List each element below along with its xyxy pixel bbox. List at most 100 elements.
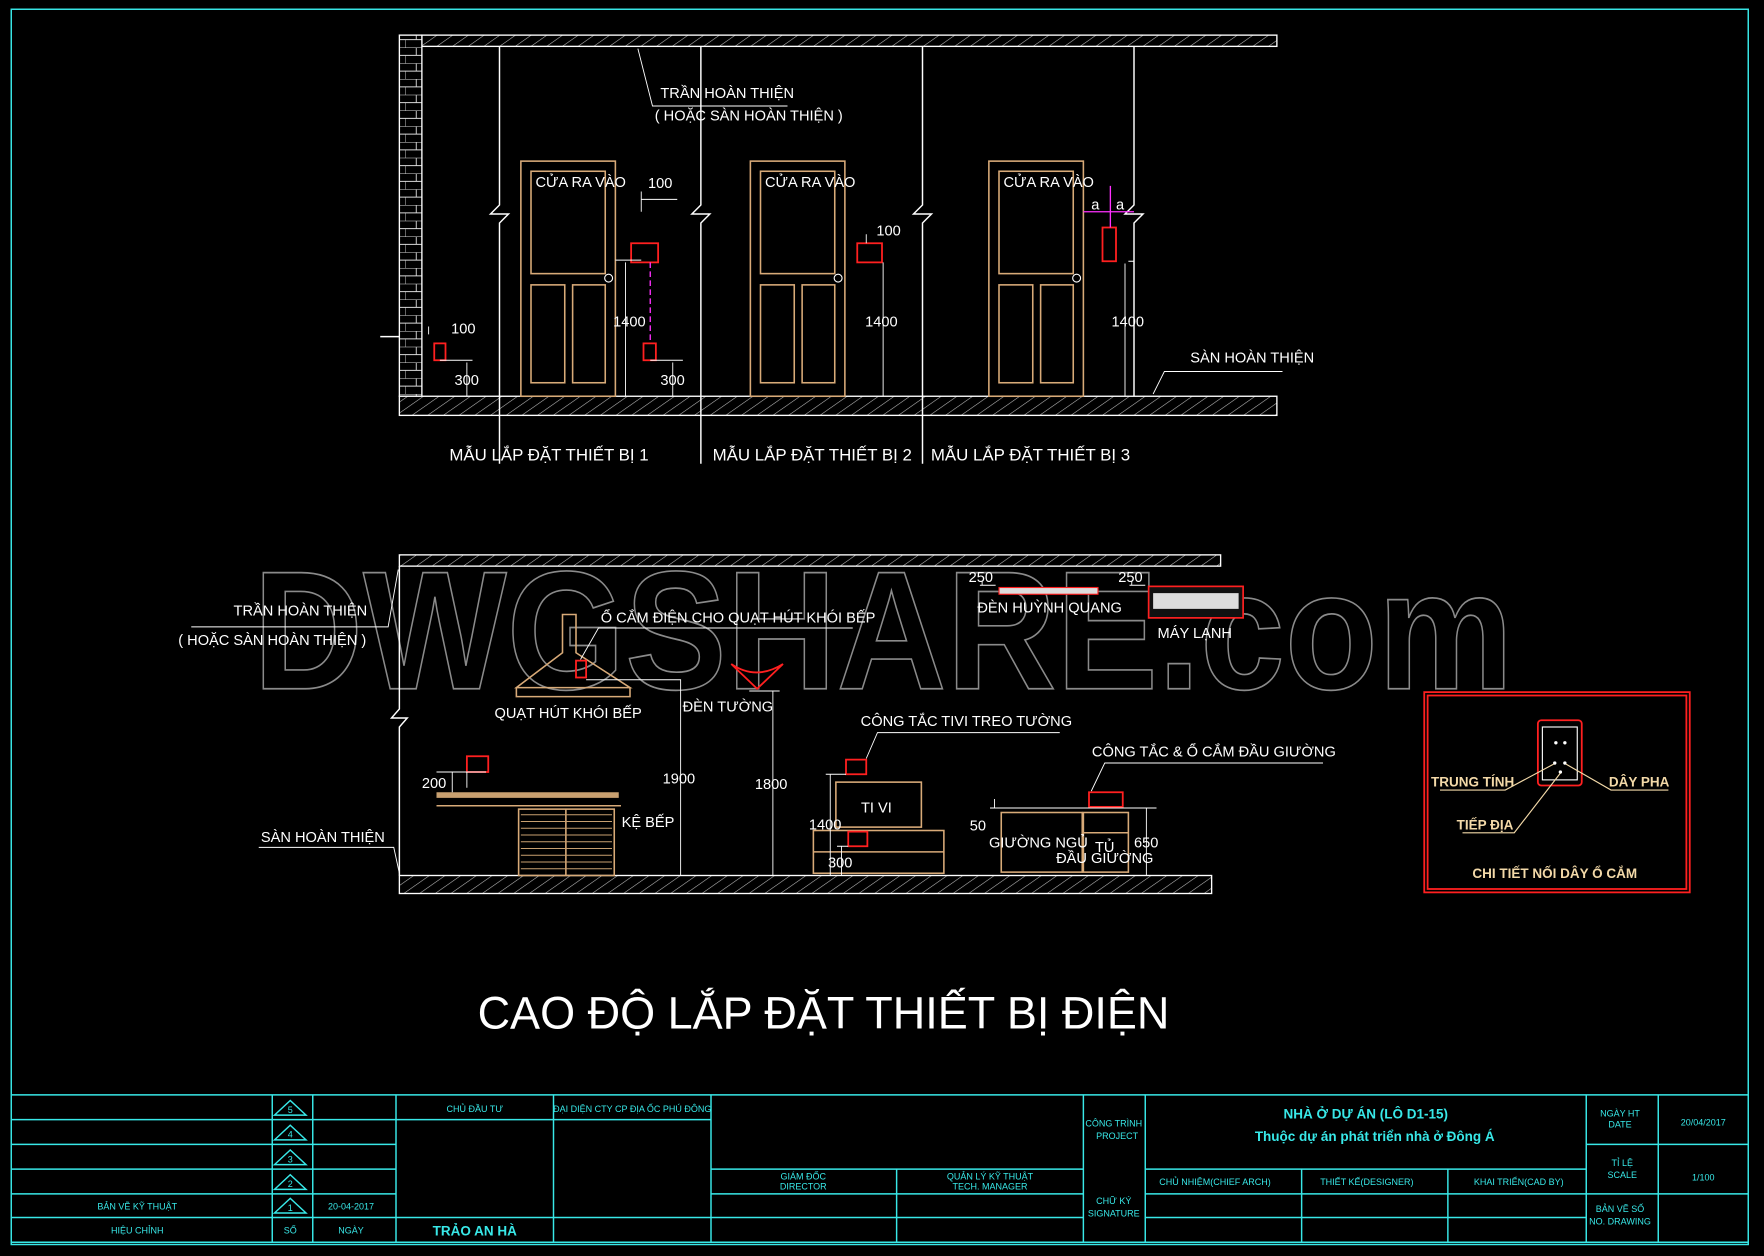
outlet-icon	[847, 830, 869, 848]
designer-label: THIẾT KẾ(DESIGNER)	[1320, 1177, 1413, 1187]
top-elevation: TRẦN HOÀN THIỆN ( HOẶC SÀN HOÀN THIỆN ) …	[380, 34, 1314, 464]
drawing-no-label: BẢN VẼ SỐ	[1596, 1203, 1645, 1214]
dim-1400: 1400	[809, 817, 842, 833]
door-1: CỬA RA VÀO	[520, 160, 626, 398]
col-revision: HIỆU CHỈNH	[111, 1224, 164, 1235]
dim-300: 300	[660, 373, 684, 389]
kitchen-shelf-label: KỆ BẾP	[622, 814, 675, 831]
floor-slab	[398, 874, 1213, 895]
director-label-en: DIRECTOR	[780, 1181, 827, 1191]
outlet-icon	[575, 659, 588, 679]
revision-number: 5	[288, 1105, 293, 1115]
sample-label-3: MẪU LẮP ĐẶT THIẾT BỊ 3	[931, 445, 1130, 464]
project-label: CÔNG TRÌNH	[1085, 1118, 1142, 1128]
ceiling-slab	[421, 34, 1278, 48]
socket-icon	[1536, 719, 1583, 787]
wall-lamp-icon	[730, 663, 784, 690]
sample-label-2: MẪU LẮP ĐẶT THIẾT BỊ 2	[713, 445, 912, 464]
tv-label: TI VI	[861, 801, 892, 817]
director-label: GIÁM ĐỐC	[780, 1170, 826, 1181]
dim-100: 100	[876, 223, 900, 239]
dim-1400: 1400	[1112, 315, 1145, 331]
tech-manager-label-en: TECH. MANAGER	[952, 1181, 1028, 1191]
outlet-icon	[465, 755, 490, 773]
door-label: CỬA RA VÀO	[765, 173, 855, 191]
dim-50: 50	[970, 819, 986, 835]
date-value: 20/04/2017	[1681, 1117, 1726, 1127]
drawing-no-label-en: NO. DRAWING	[1589, 1216, 1651, 1226]
drawing-title: CAO ĐỘ LẮP ĐẶT THIẾT BỊ ĐIỆN	[478, 988, 1170, 1039]
brick-wall	[398, 34, 423, 397]
revision-number: 3	[288, 1154, 293, 1164]
nightstand-label-2: ĐẦU GIƯỜNG	[1056, 850, 1153, 867]
revision-number: 1	[288, 1203, 293, 1213]
kitchen-counter	[436, 755, 621, 877]
date-label-en: DATE	[1608, 1120, 1631, 1130]
bed-label: GIƯỜNG NGỦ	[989, 833, 1088, 851]
tv-unit	[812, 732, 1060, 876]
dim-250: 250	[1118, 570, 1142, 586]
top-ceiling-label-2: ( HOẶC SÀN HOÀN THIỆN )	[655, 108, 843, 125]
col-no: SỐ	[284, 1224, 297, 1235]
dim-100: 100	[648, 176, 672, 192]
dim-250: 250	[969, 570, 993, 586]
door-label: CỬA RA VÀO	[536, 173, 626, 191]
bed-and-nightstand	[990, 762, 1323, 876]
scale-label: TỈ LỆ	[1611, 1157, 1633, 1168]
switch-icon	[1101, 226, 1117, 263]
bottom-elevation: TRẦN HOÀN THIỆN ( HOẶC SÀN HOÀN THIỆN ) …	[178, 554, 1336, 895]
fluorescent-label: ĐÈN HUỲNH QUANG	[977, 599, 1121, 616]
owner-name: TRẢO AN HÀ	[433, 1224, 517, 1239]
hood-label: QUẠT HÚT KHÓI BẾP	[495, 705, 642, 722]
range-hood	[514, 613, 633, 698]
aircon-label: MÁY LẠNH	[1158, 625, 1232, 642]
bed-switch-label: CÔNG TẮC & Ổ CẮM ĐẦU GIƯỜNG	[1092, 742, 1336, 760]
door-label: CỬA RA VÀO	[1004, 173, 1094, 191]
top-floor-label: SÀN HOÀN THIỆN	[1190, 350, 1314, 367]
floor-slab	[398, 395, 1278, 417]
bottom-ceiling-label-2: ( HOẶC SÀN HOÀN THIỆN )	[178, 632, 366, 649]
revision-number: 2	[288, 1179, 293, 1189]
date-label: NGÀY HT	[1600, 1108, 1640, 1118]
owner-label: CHỦ ĐẦU TƯ	[446, 1103, 503, 1114]
door-3: CỬA RA VÀO	[988, 160, 1094, 398]
dim-a: a	[1116, 198, 1125, 214]
owner-rep-label: ĐẠI DIỆN CTY CP ĐỊA ỐC PHÚ ĐÔNG	[553, 1103, 711, 1114]
bottom-ceiling-label: TRẦN HOÀN THIỆN	[234, 603, 368, 620]
dim-a: a	[1091, 198, 1100, 214]
scale-label-en: SCALE	[1607, 1170, 1637, 1180]
neutral-label: TRUNG TÍNH	[1431, 775, 1514, 790]
sample-label-1: MẪU LẮP ĐẶT THIẾT BỊ 1	[449, 445, 648, 464]
scale-value: 1/100	[1692, 1172, 1715, 1182]
title-block: 5 4 3 2 1 BẢN VẼ KỸ THUẬT 20-04-2017 HIỆ…	[11, 1094, 1749, 1243]
dim-200: 200	[422, 776, 446, 792]
door-2: CỬA RA VÀO	[749, 160, 855, 398]
dim-1900: 1900	[663, 771, 696, 787]
outlet-icon	[433, 342, 447, 362]
phase-label: DÂY PHA	[1609, 775, 1670, 790]
tech-manager-label: QUẢN LÝ KỸ THUẬT	[947, 1170, 1034, 1181]
col-date: NGÀY	[338, 1225, 364, 1235]
dim-300: 300	[455, 373, 479, 389]
revision-triangles: 5 4 3 2 1	[272, 1099, 308, 1214]
cad-by-label: KHAI TRIỂN(CAD BY)	[1474, 1176, 1564, 1187]
switch-icon	[845, 758, 868, 776]
project-subtitle: Thuộc dự án phát triển nhà ở Đông Á	[1255, 1129, 1495, 1144]
top-ceiling-label: TRẦN HOÀN THIỆN	[660, 85, 794, 102]
dim-100: 100	[451, 321, 475, 337]
fluorescent-lamp-icon	[998, 586, 1099, 595]
switch-icon	[856, 242, 883, 264]
dim-1400: 1400	[613, 315, 646, 331]
wall-lamp-label: ĐÈN TƯỜNG	[683, 698, 773, 715]
project-name: NHÀ Ở DỰ ÁN (LÔ D1-15)	[1284, 1107, 1448, 1122]
hood-outlet-label: Ổ CẮM ĐIỆN CHO QUẠT HÚT KHÓI BẾP	[601, 608, 876, 626]
revision-number: 4	[288, 1130, 293, 1140]
sheet-border	[10, 8, 1749, 1246]
ground-label: TIẾP ĐỊA	[1457, 817, 1514, 832]
dim-650: 650	[1134, 835, 1158, 851]
project-label-en: PROJECT	[1096, 1131, 1139, 1141]
detail-caption: CHI TIẾT NỐI DÂY Ổ CẮM	[1472, 866, 1637, 881]
socket-wiring-detail: TRUNG TÍNH DÂY PHA TIẾP ĐỊA CHI TIẾT NỐI…	[1423, 691, 1691, 894]
dim-1400: 1400	[865, 315, 898, 331]
